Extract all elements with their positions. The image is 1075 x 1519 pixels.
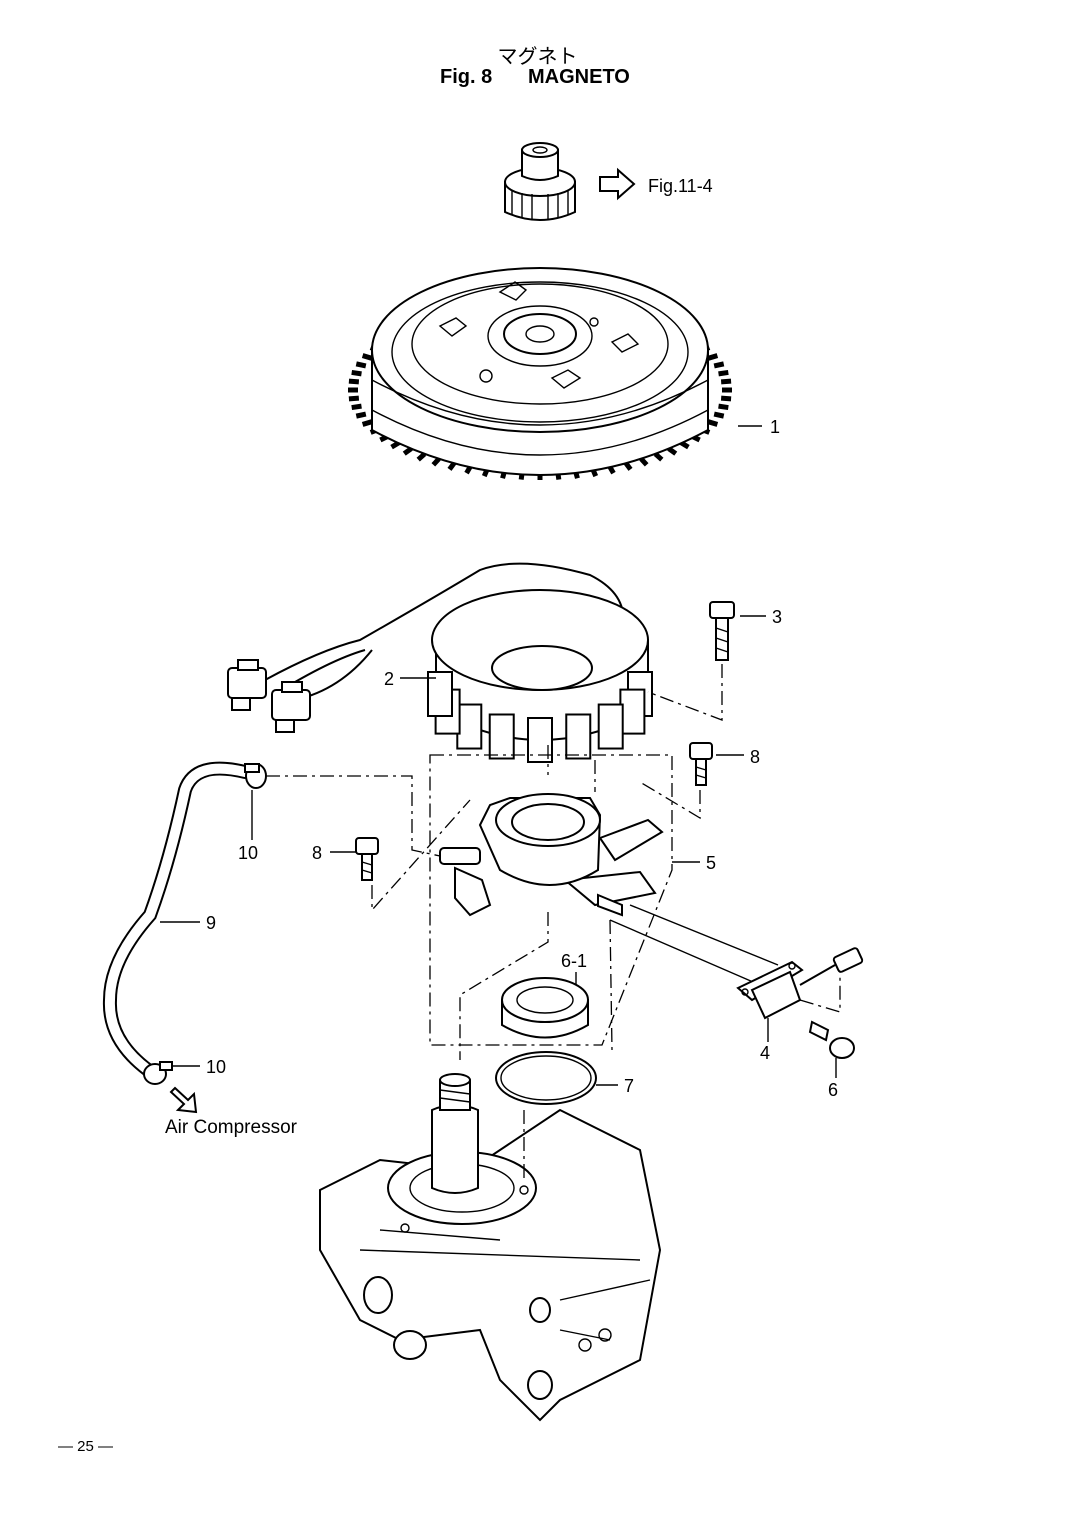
gear-tooth bbox=[667, 446, 678, 456]
gear-tooth bbox=[718, 403, 729, 411]
flywheel-part bbox=[348, 267, 732, 480]
callout-5: 6 bbox=[828, 1080, 838, 1100]
gear-tooth bbox=[653, 452, 664, 462]
gear-tooth bbox=[718, 369, 729, 377]
callout-6-1: 6-1 bbox=[561, 951, 587, 971]
air-compressor-arrow-icon bbox=[169, 1086, 198, 1114]
crankcase-housing-part bbox=[319, 1073, 662, 1422]
gear-tooth bbox=[361, 353, 373, 361]
bolt-part bbox=[709, 601, 735, 661]
dashed-guide bbox=[799, 972, 841, 1013]
dashed-guide bbox=[371, 799, 471, 912]
stator-pole bbox=[488, 713, 515, 760]
gear-tooth bbox=[639, 457, 649, 467]
gear-tooth bbox=[361, 419, 373, 427]
hose-clamp-part bbox=[244, 763, 267, 789]
air-compressor-label: Air Compressor bbox=[165, 1117, 298, 1138]
gear-tooth bbox=[355, 361, 367, 369]
callout-10a: 10 bbox=[238, 843, 258, 863]
gear-tooth bbox=[720, 395, 732, 402]
dashed-guide bbox=[609, 919, 613, 1051]
figure-name: MAGNETO bbox=[528, 66, 630, 88]
o-ring-part bbox=[495, 1051, 597, 1105]
pulley-nut-part bbox=[504, 142, 576, 221]
callout-8b: 8 bbox=[312, 843, 322, 863]
gear-tooth bbox=[707, 419, 719, 427]
gear-tooth bbox=[720, 378, 732, 385]
gear-tooth bbox=[431, 457, 441, 467]
gear-tooth bbox=[355, 411, 367, 419]
pulser-coil-part bbox=[736, 947, 864, 1020]
gear-tooth bbox=[348, 395, 360, 402]
figure-number: Fig. 8 bbox=[440, 66, 493, 88]
gear-tooth bbox=[351, 369, 362, 377]
connector-part bbox=[227, 659, 267, 711]
bolt-part bbox=[689, 742, 713, 786]
stator-bracket-part bbox=[439, 793, 664, 917]
oil-seal-part bbox=[501, 977, 589, 1039]
gear-tooth bbox=[351, 403, 362, 411]
stator-pole bbox=[565, 713, 592, 760]
gear-tooth bbox=[707, 353, 719, 361]
dashed-guide bbox=[639, 781, 701, 820]
callout-4: 4 bbox=[760, 1043, 770, 1063]
gear-tooth bbox=[713, 361, 725, 369]
callout-6: 5 bbox=[706, 853, 716, 873]
assembly-box-6 bbox=[429, 754, 673, 1046]
dashed-guide bbox=[459, 912, 549, 1060]
dashed-guide bbox=[266, 775, 441, 857]
stator-part bbox=[427, 589, 653, 763]
gear-tooth bbox=[402, 446, 413, 456]
figure-title: Fig. 8 MAGNETO bbox=[440, 66, 630, 89]
bolt-part bbox=[808, 1020, 855, 1059]
fig-ref-label: Fig.11-4 bbox=[648, 176, 713, 196]
title-japanese: マグネト bbox=[497, 44, 578, 68]
gear-tooth bbox=[713, 411, 725, 419]
hose-inner bbox=[104, 763, 250, 1075]
pulser-coil-wire bbox=[629, 904, 779, 966]
gear-tooth bbox=[416, 452, 427, 462]
gear-tooth bbox=[348, 378, 360, 385]
dashed-guide bbox=[647, 664, 723, 721]
callout-3: 3 bbox=[772, 607, 782, 627]
stator-pole bbox=[456, 703, 483, 750]
page-number: — 25 — bbox=[58, 1438, 114, 1455]
stator-pole bbox=[597, 703, 624, 750]
fig-ref-arrow-icon bbox=[599, 167, 636, 201]
callout-9: 9 bbox=[206, 913, 216, 933]
connector-part bbox=[271, 681, 311, 733]
hose-clamp-part bbox=[143, 1061, 173, 1085]
stator-pole bbox=[619, 688, 646, 735]
callout-2: 2 bbox=[384, 669, 394, 689]
callout-10b: 10 bbox=[206, 1057, 226, 1077]
callout-1: 1 bbox=[770, 417, 780, 437]
pulser-coil-wire bbox=[609, 919, 761, 986]
callout-8a: 8 bbox=[750, 747, 760, 767]
bolt-part bbox=[355, 837, 379, 881]
stator-pole bbox=[427, 671, 453, 717]
callout-7: 7 bbox=[624, 1076, 634, 1096]
